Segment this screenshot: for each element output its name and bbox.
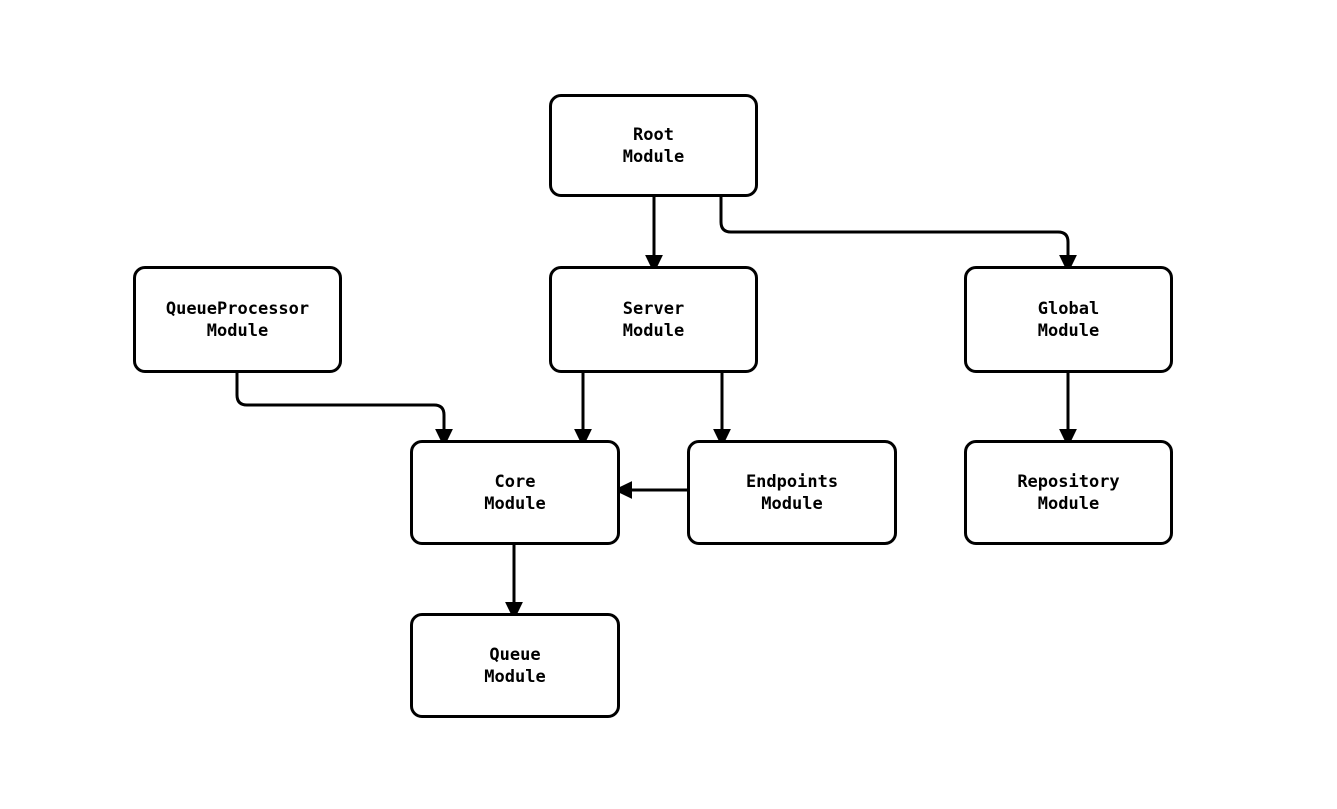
- node-queue-module-label: Queue Module: [484, 644, 546, 687]
- node-core-module-label: Core Module: [484, 471, 546, 514]
- node-queueprocessor-module-label: QueueProcessor Module: [165, 298, 310, 341]
- node-global-module[interactable]: Global Module: [964, 266, 1173, 373]
- node-root-module[interactable]: Root Module: [549, 94, 758, 197]
- node-endpoints-module[interactable]: Endpoints Module: [687, 440, 897, 545]
- edge-root-to-global: [719, 197, 1077, 274]
- node-repository-module[interactable]: Repository Module: [964, 440, 1173, 545]
- node-queueprocessor-module[interactable]: QueueProcessor Module: [133, 266, 342, 373]
- node-repository-module-label: Repository Module: [1017, 471, 1120, 514]
- node-core-module[interactable]: Core Module: [410, 440, 620, 545]
- node-root-module-label: Root Module: [622, 124, 685, 167]
- node-global-module-label: Global Module: [1037, 298, 1100, 341]
- node-queue-module[interactable]: Queue Module: [410, 613, 620, 718]
- edge-queueprocessor-to-core: [235, 373, 453, 448]
- node-server-module-label: Server Module: [622, 298, 685, 341]
- edges-group: [235, 197, 1077, 621]
- node-server-module[interactable]: Server Module: [549, 266, 758, 373]
- node-endpoints-module-label: Endpoints Module: [745, 471, 839, 514]
